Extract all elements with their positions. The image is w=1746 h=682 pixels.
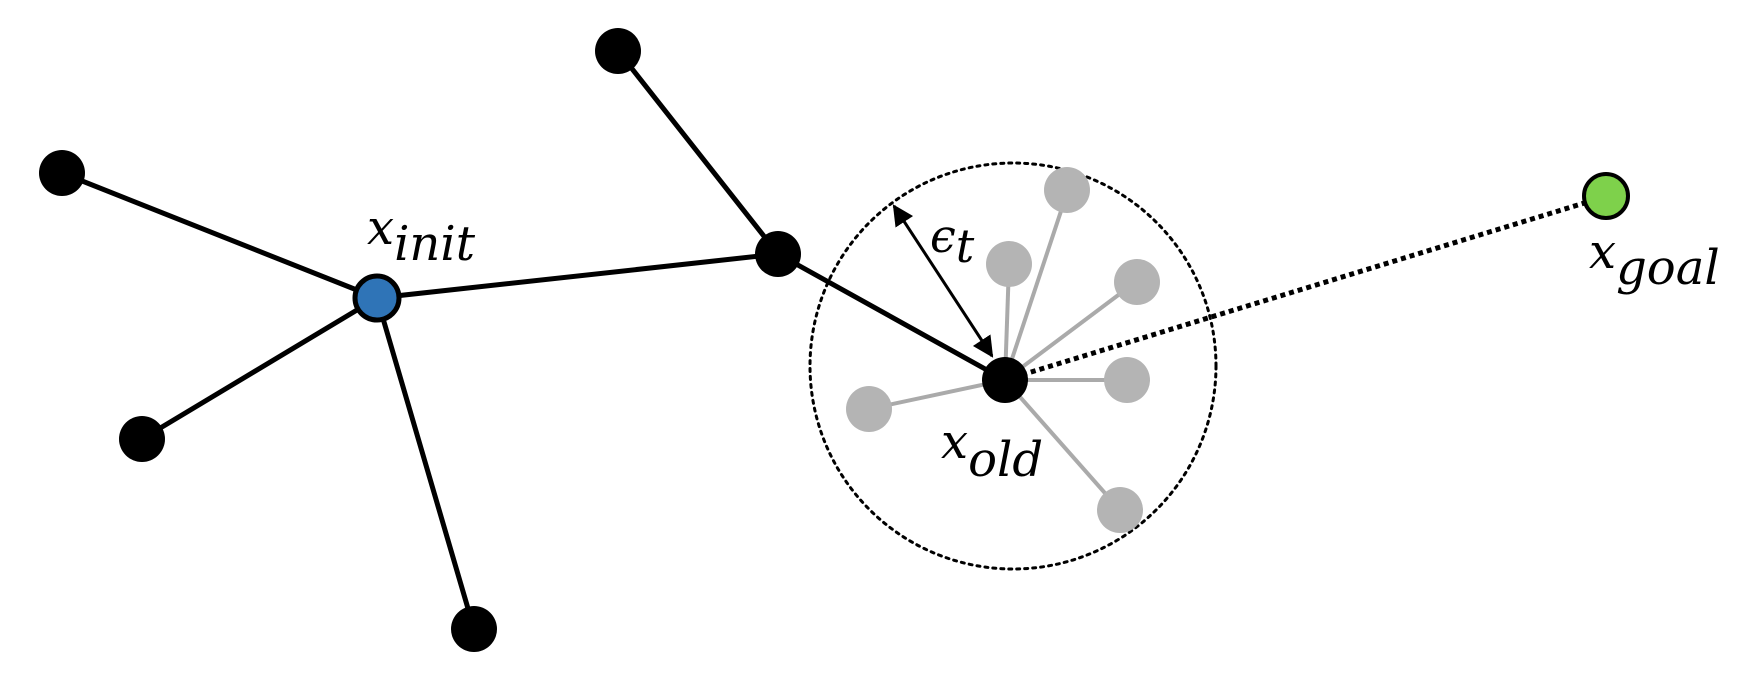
tree-node (595, 28, 641, 74)
init-node (352, 273, 402, 323)
old-label-sub: old (968, 432, 1043, 488)
radius-label-var: ϵ (930, 209, 956, 263)
sample-node (1104, 357, 1150, 403)
tree-edge (374, 295, 477, 632)
sample-node (1114, 259, 1160, 305)
sample-edge (868, 378, 1006, 411)
tree-edge (615, 48, 781, 257)
goal-label: xgoal (1589, 224, 1720, 296)
sample-node (986, 241, 1032, 287)
sample-node (1097, 487, 1143, 533)
tree-edge (775, 251, 1008, 383)
neighborhood-circle (808, 161, 1218, 571)
init-label: xinit (367, 200, 476, 272)
goal-link (1004, 194, 1605, 383)
sample-node (846, 386, 892, 432)
tree-nodes (39, 28, 1028, 652)
old-node (982, 357, 1028, 403)
sample-edge (1003, 378, 1121, 511)
goal-label-var: x (1589, 224, 1616, 280)
goal-node (1582, 172, 1630, 220)
sample-edge (1003, 192, 1069, 381)
sample-nodes (846, 167, 1160, 533)
tree-node (39, 150, 85, 196)
radius-label-sub: t (956, 219, 975, 273)
init-label-var: x (367, 200, 394, 256)
radius-arrow (892, 204, 994, 358)
tree-node (119, 416, 165, 462)
sample-edge (1003, 279, 1139, 382)
goal-label-sub: goal (1616, 240, 1720, 296)
old-label: xold (941, 414, 1043, 488)
sample-node (1044, 167, 1090, 213)
init-label-sub: init (394, 216, 476, 272)
radius-label: ϵt (930, 209, 975, 273)
tree-edges (59, 48, 1008, 632)
old-label-var: x (941, 414, 968, 470)
tree-edge (59, 170, 380, 301)
tree-node (755, 231, 801, 277)
tree-edge (139, 295, 380, 442)
tree-node (451, 606, 497, 652)
tree-edge (374, 251, 781, 301)
